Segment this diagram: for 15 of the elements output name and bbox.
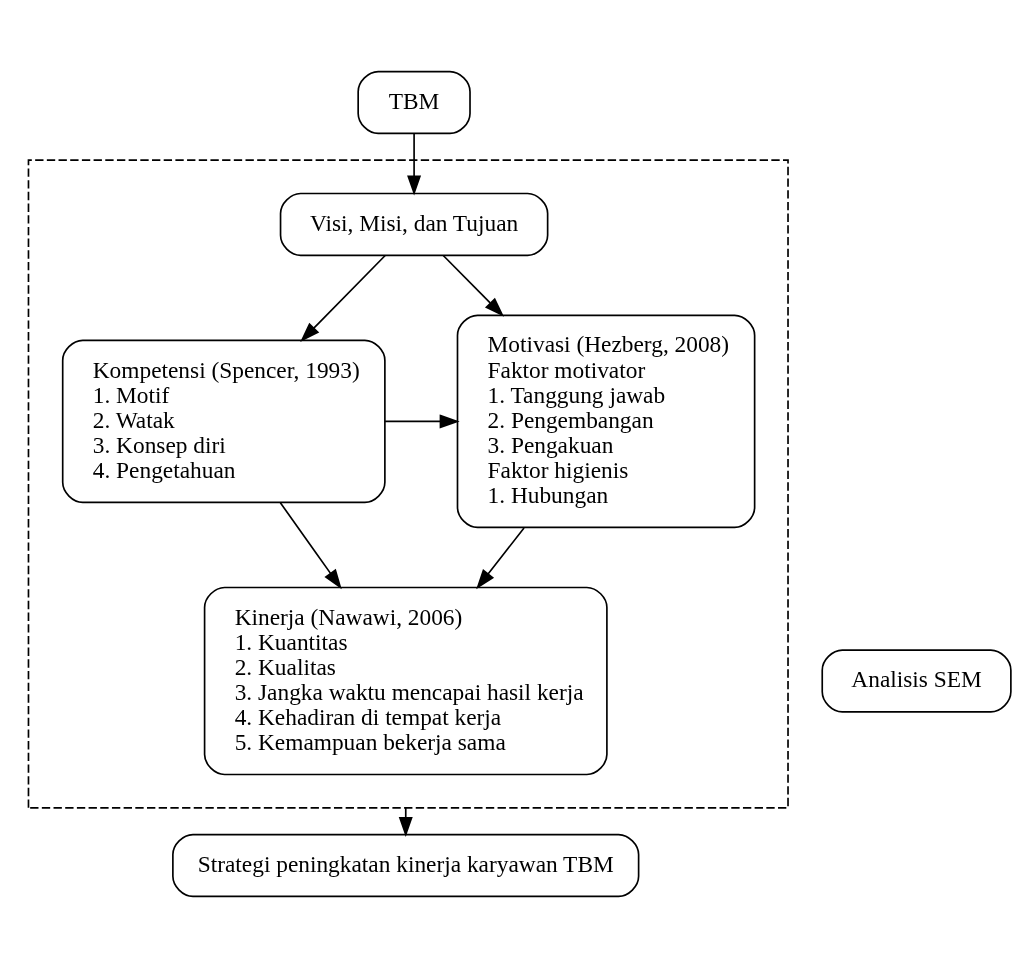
arrow [442,254,505,317]
arrow [300,254,387,342]
arrow [279,501,342,589]
arrow [476,526,525,589]
node-box: Strategi peningkatan kinerja karyawan TBM [172,833,640,897]
node-box: Kinerja (Nawawi, 2006) 1. Kuantitas 2. Kualitas 3. Jangka waktu mencapai hasil kerja 4. Kehadiran di tempat kerja 5. Kemampuan bekerja sama [203,586,608,775]
node-box: Motivasi (Hezberg, 2008) Faktor motivator 1. Tanggung jawab 2. Pengembangan 3. Pengakuan Faktor higienis 1. Hubungan [456,314,756,528]
arrow [384,413,460,428]
node-box: TBM [357,70,471,134]
node-box: Visi, Misi, dan Tujuan [279,192,549,256]
node-box: Analisis SEM [821,648,1012,713]
arrow [407,132,422,195]
node-box: Kompetensi (Spencer, 1993) 1. Motif 2. Watak 3. Konsep diri 4. Pengetahuan [61,339,386,503]
arrow [398,806,413,837]
cluster [27,158,789,809]
